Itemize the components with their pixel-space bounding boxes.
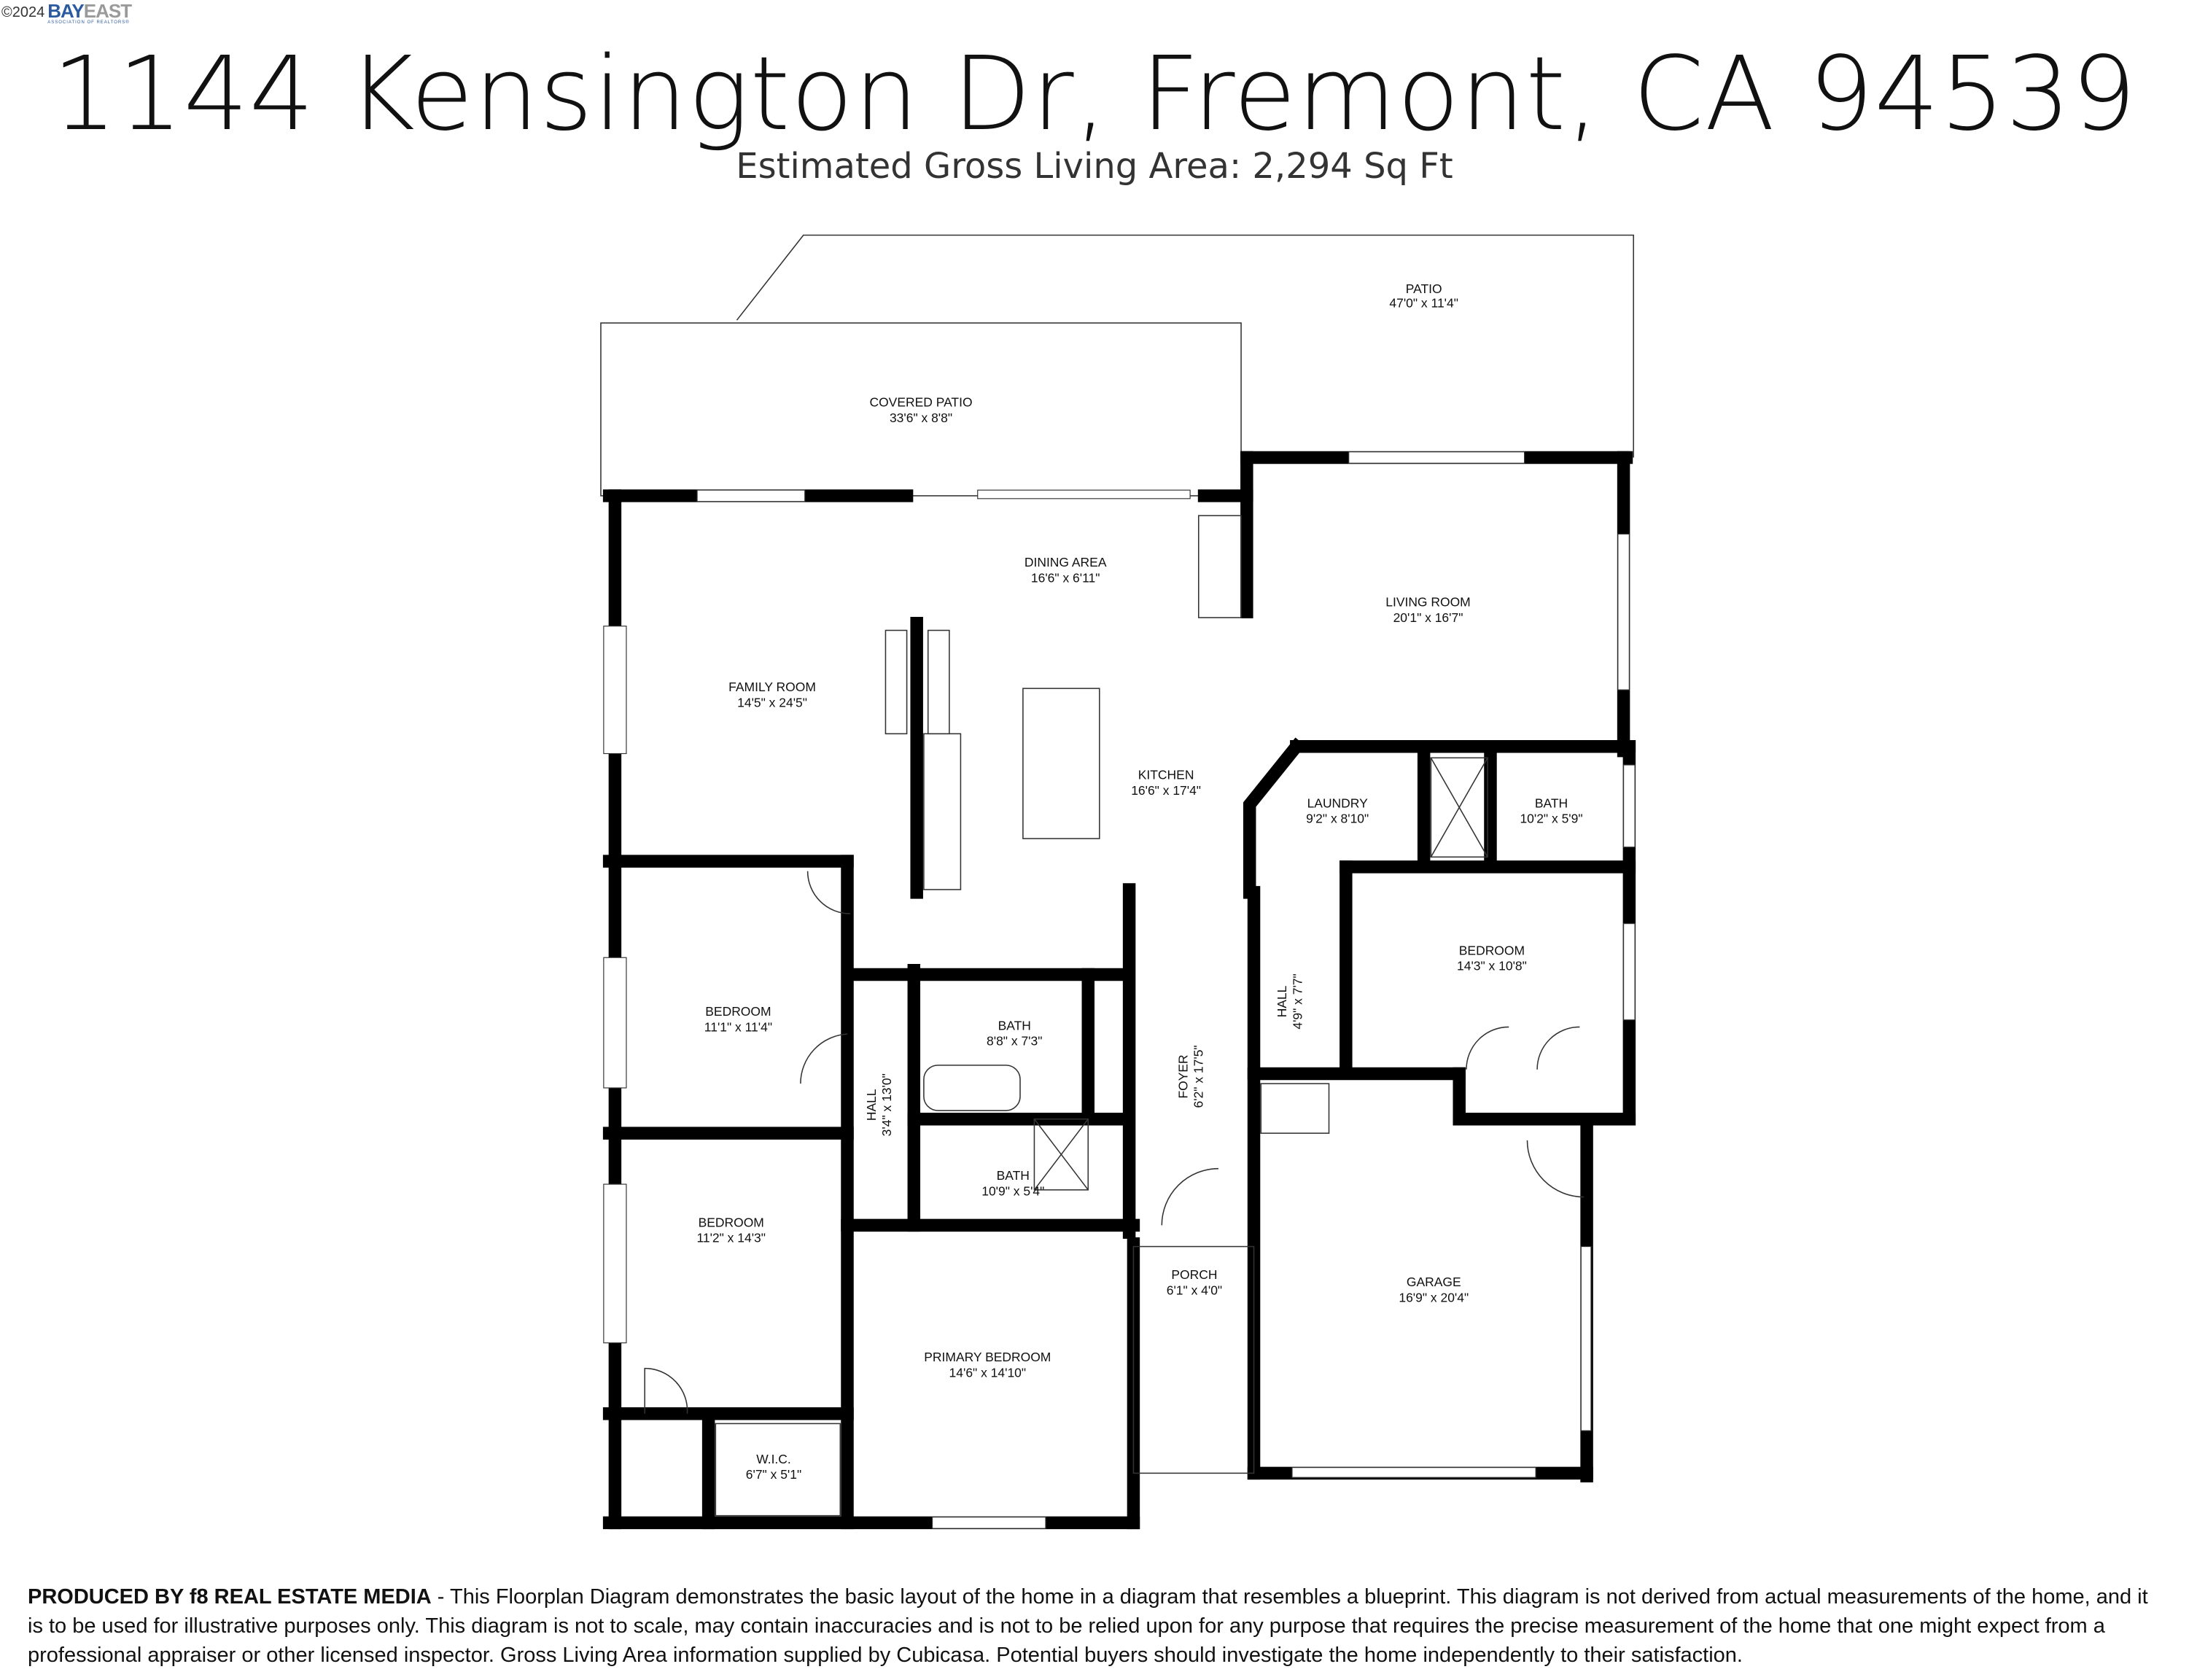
svg-text:14'6" x 14'10": 14'6" x 14'10"	[949, 1365, 1027, 1380]
page-title: 1144 Kensington Dr, Fremont, CA 94539	[52, 35, 2137, 154]
producer-credit: PRODUCED BY f8 REAL ESTATE MEDIA	[28, 1585, 432, 1609]
patio-outlines	[600, 234, 1634, 497]
svg-text:16'6" x 17'4": 16'6" x 17'4"	[1131, 783, 1201, 798]
svg-text:HALL: HALL	[1275, 985, 1289, 1017]
bay-east-logo: ©2024 BAYEAST ASSOCIATION OF REALTORS®	[1, 0, 132, 26]
kitchen-counter	[1198, 515, 1242, 618]
room-label-dining-area: DINING AREA	[1024, 555, 1107, 569]
svg-text:11'1" x 11'4": 11'1" x 11'4"	[704, 1019, 772, 1034]
room-label-bath: BATH	[997, 1168, 1030, 1183]
svg-text:FOYER: FOYER	[1175, 1054, 1190, 1098]
room-label-covered-patio: COVERED PATIO	[869, 395, 972, 410]
svg-text:47'0" x 11'4": 47'0" x 11'4"	[1389, 296, 1458, 311]
room-label-patio: PATIO	[1406, 281, 1442, 296]
room-label-bedroom: BEDROOM	[699, 1215, 764, 1229]
svg-text:20'1" x 16'7": 20'1" x 16'7"	[1393, 610, 1463, 625]
fireplace	[884, 629, 908, 735]
brand-mark: BAYEAST ASSOCIATION OF REALTORS®	[47, 0, 132, 25]
kitchen-island	[1022, 688, 1100, 839]
svg-text:33'6" x 8'8": 33'6" x 8'8"	[890, 411, 952, 425]
room-label-family-room: FAMILY ROOM	[728, 680, 816, 694]
copyright-text: ©2024	[1, 4, 45, 20]
room-label-bath: BATH	[1535, 796, 1568, 810]
room-label-bath: BATH	[998, 1018, 1031, 1032]
room-label-garage: GARAGE	[1407, 1275, 1461, 1289]
svg-text:6'2" x 17'5": 6'2" x 17'5"	[1191, 1045, 1206, 1108]
room-label-kitchen: KITCHEN	[1138, 767, 1194, 782]
svg-text:9'2" x 8'10": 9'2" x 8'10"	[1306, 812, 1369, 826]
svg-text:10'9" x 5'4": 10'9" x 5'4"	[981, 1184, 1044, 1199]
fixtures	[644, 515, 1585, 1517]
bathtub-icon	[923, 1065, 1021, 1111]
room-label-bedroom: BEDROOM	[1459, 943, 1525, 957]
room-label-porch: PORCH	[1171, 1267, 1217, 1282]
room-label-living-room: LIVING ROOM	[1385, 594, 1470, 609]
svg-text:3'4" x 13'0": 3'4" x 13'0"	[879, 1073, 894, 1136]
shower-icon	[1033, 1118, 1089, 1191]
disclaimer: PRODUCED BY f8 REAL ESTATE MEDIA - This …	[28, 1582, 2160, 1670]
svg-text:11'2" x 14'3": 11'2" x 14'3"	[696, 1231, 766, 1245]
room-label-wic: W.I.C.	[756, 1452, 791, 1466]
shower-icon	[1430, 757, 1488, 858]
svg-text:8'8" x 7'3": 8'8" x 7'3"	[987, 1034, 1042, 1049]
svg-text:HALL: HALL	[864, 1089, 879, 1121]
closet-wic	[715, 1423, 841, 1517]
disclaimer-text: - This Floorplan Diagram demonstrates th…	[28, 1585, 2148, 1667]
door-swings	[644, 871, 1585, 1414]
svg-text:16'6" x 6'11": 16'6" x 6'11"	[1031, 570, 1100, 585]
room-label-bedroom: BEDROOM	[705, 1004, 771, 1019]
room-label-laundry: LAUNDRY	[1307, 796, 1369, 810]
svg-text:6'1" x 4'0": 6'1" x 4'0"	[1167, 1283, 1222, 1298]
svg-text:10'2" x 5'9": 10'2" x 5'9"	[1520, 812, 1582, 826]
windows	[603, 451, 1636, 1529]
svg-text:4'9" x 7'7": 4'9" x 7'7"	[1291, 973, 1305, 1029]
kitchen-counter-range	[923, 733, 962, 890]
room-label-primary-bedroom: PRIMARY BEDROOM	[924, 1350, 1051, 1364]
svg-text:14'3" x 10'8": 14'3" x 10'8"	[1457, 959, 1527, 973]
stairs	[1260, 1083, 1330, 1134]
walls	[602, 451, 1636, 1530]
svg-text:14'5" x 24'5": 14'5" x 24'5"	[737, 695, 807, 709]
porch-steps	[1132, 1245, 1255, 1474]
svg-text:6'7" x 5'1": 6'7" x 5'1"	[746, 1467, 801, 1482]
svg-text:16'9" x 20'4": 16'9" x 20'4"	[1399, 1290, 1469, 1304]
living-area-subtitle: Estimated Gross Living Area: 2,294 Sq Ft	[736, 146, 1453, 187]
